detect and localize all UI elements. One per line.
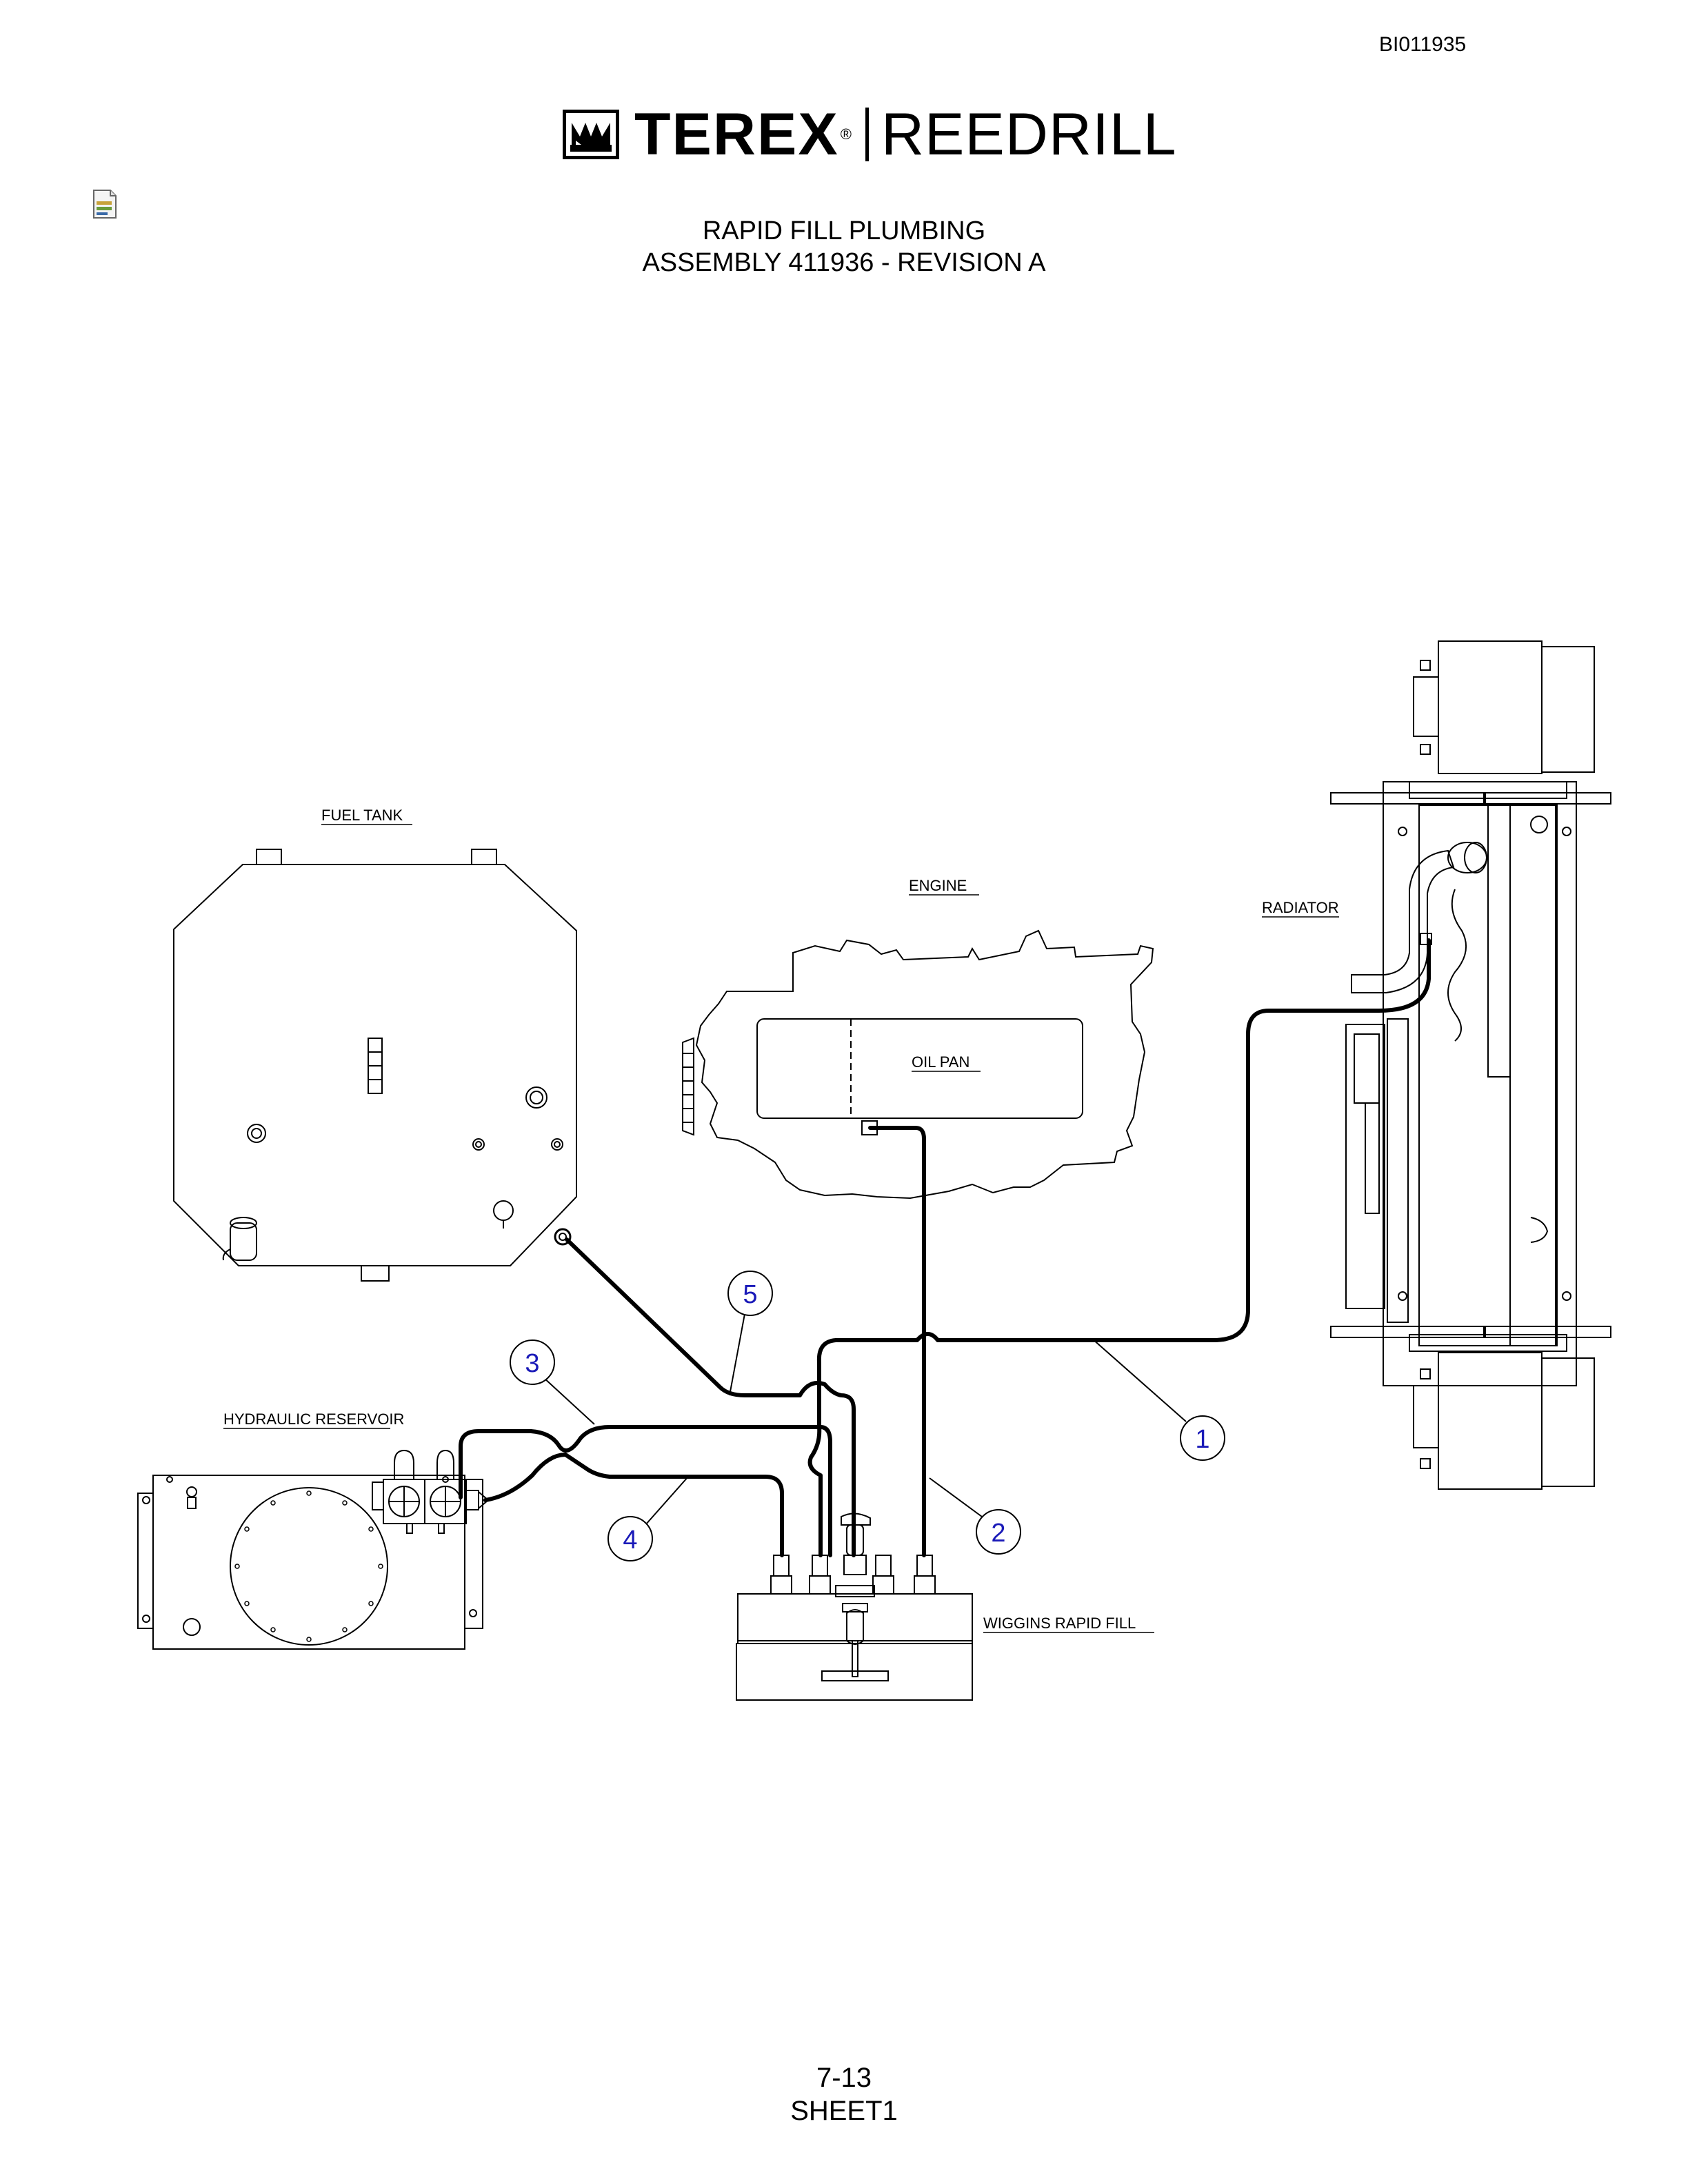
callout-5: 5 — [743, 1280, 757, 1309]
title-line-1: RAPID FILL PLUMBING — [702, 216, 986, 245]
engine-label: ENGINE — [909, 877, 967, 894]
page-footer: 7-13 SHEET1 — [0, 2061, 1688, 2127]
page-number: 7-13 — [816, 2063, 872, 2093]
hose-1 — [807, 938, 1431, 1557]
hose-lines — [459, 938, 1431, 1557]
document-id: BI011935 — [1379, 33, 1467, 56]
document-attachment-icon[interactable] — [91, 189, 119, 219]
callout-3: 3 — [525, 1349, 539, 1378]
terex-reedrill-logo: TEREX® REEDRILL — [563, 101, 1177, 168]
logo-terex-text: TEREX® — [634, 101, 853, 168]
oil-pan-label: OIL PAN — [912, 1053, 969, 1071]
logo-reedrill-text: REEDRILL — [881, 101, 1177, 168]
engine — [682, 929, 1154, 1200]
hose-2 — [868, 1126, 926, 1557]
radiator — [1330, 640, 1611, 1490]
crown-logo-icon — [563, 110, 619, 159]
hose-3 — [459, 1425, 832, 1557]
drawing-title: RAPID FILL PLUMBING ASSEMBLY 411936 - RE… — [0, 215, 1688, 279]
sheet-number: SHEET1 — [790, 2096, 898, 2126]
hydraulic-reservoir-label: HYDRAULIC RESERVOIR — [223, 1410, 404, 1428]
hose-5 — [565, 1237, 856, 1557]
fuel-tank — [173, 849, 577, 1282]
wiggins-rapid-fill-label: WIGGINS RAPID FILL — [983, 1615, 1136, 1632]
title-line-2: ASSEMBLY 411936 - REVISION A — [642, 248, 1046, 277]
fuel-tank-label: FUEL TANK — [321, 807, 403, 824]
logo-separator — [865, 108, 869, 161]
hydraulic-reservoir — [137, 1449, 490, 1650]
wiggins-rapid-fill — [736, 1513, 973, 1701]
callout-4: 4 — [623, 1526, 637, 1555]
hose-4 — [483, 1453, 784, 1557]
radiator-label: RADIATOR — [1262, 899, 1339, 916]
callout-1: 1 — [1195, 1425, 1209, 1454]
callouts: 1 2 3 4 5 — [510, 1271, 1225, 1561]
callout-2: 2 — [991, 1519, 1005, 1548]
